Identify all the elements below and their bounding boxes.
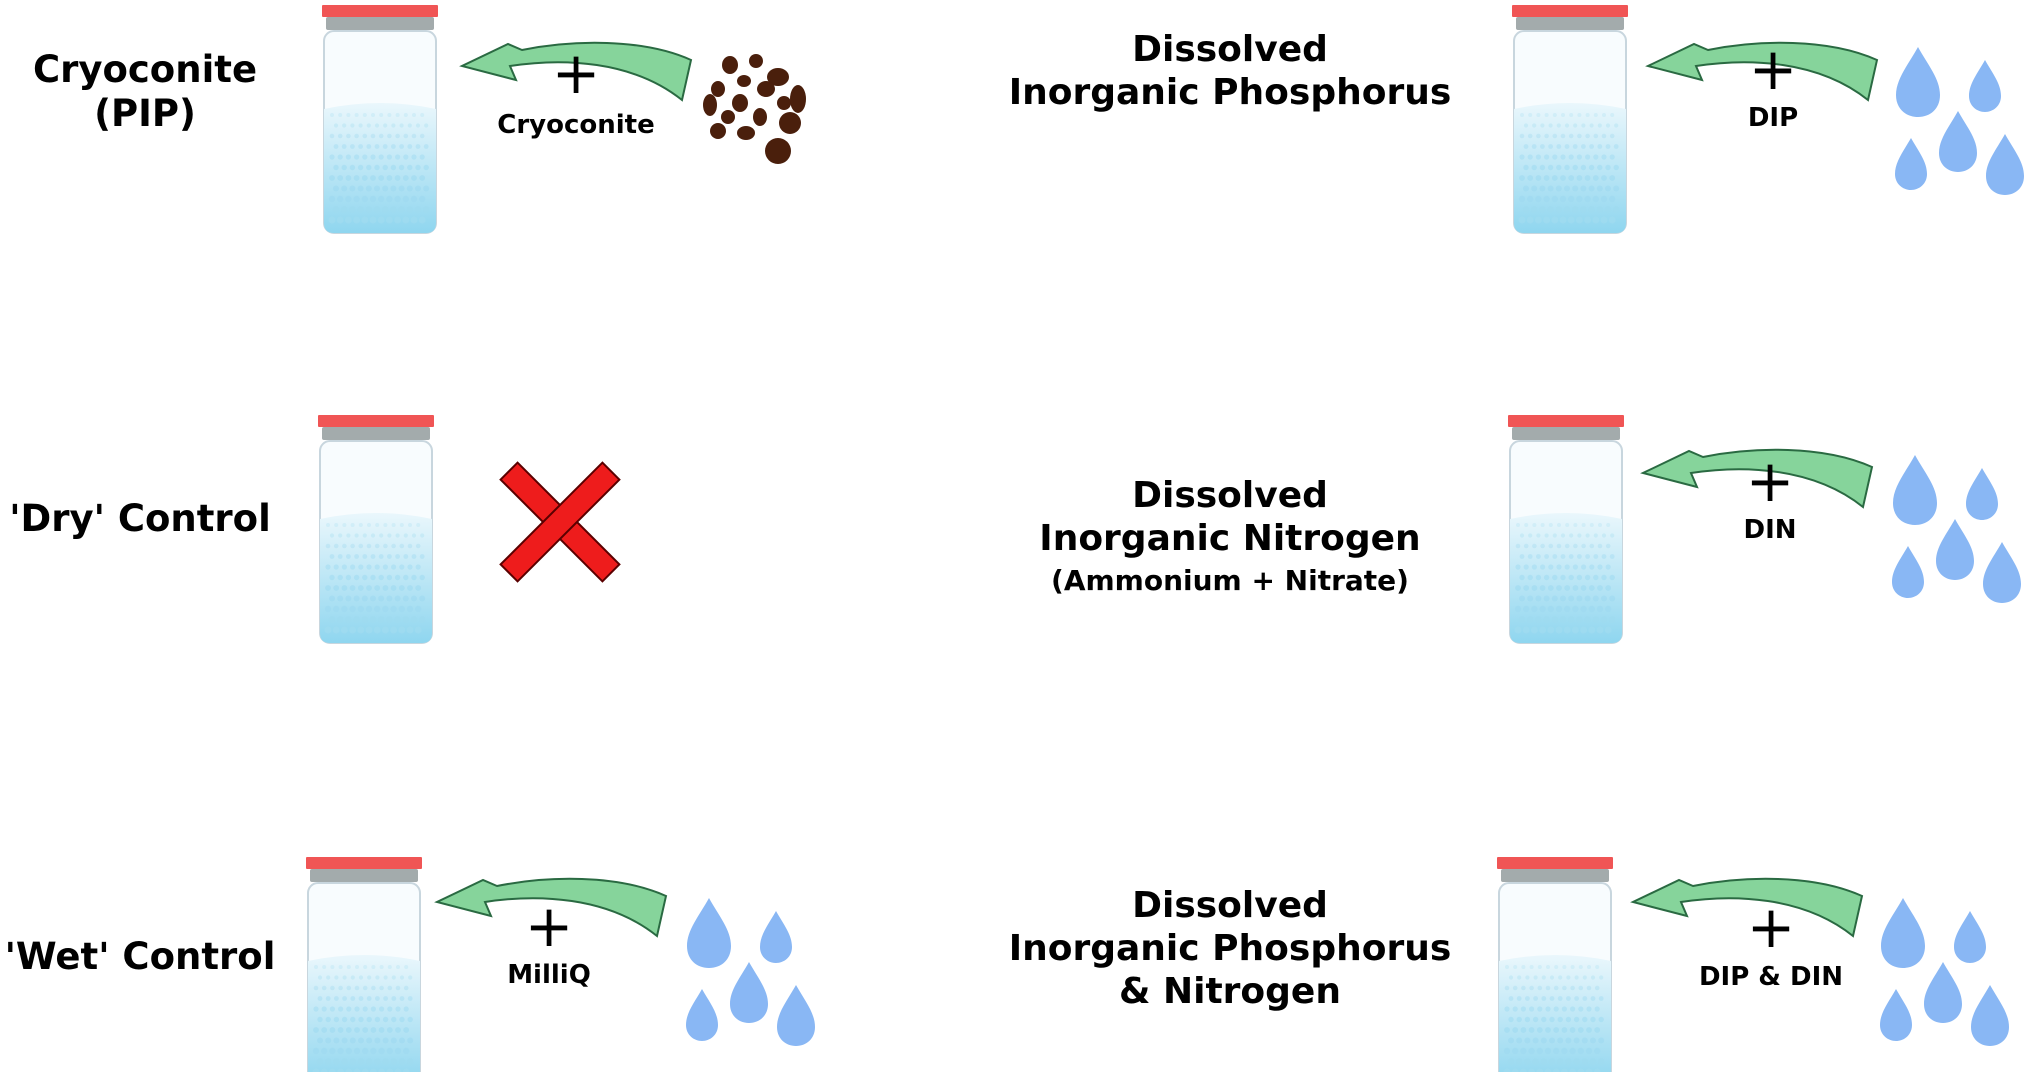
jar-icon: [1496, 856, 1614, 1072]
plus-sign: +: [551, 39, 601, 107]
curved-arrow-icon: [1645, 41, 1879, 102]
dip-din-treatment-label: Dissolved Inorganic Phosphorus & Nitroge…: [980, 884, 1480, 1014]
din-additive-label: DIN: [1743, 515, 1797, 545]
water-drops-icon: [1895, 47, 2024, 195]
label-line: & Nitrogen: [1119, 971, 1341, 1013]
cryoconite-treatment-label: Cryoconite (PIP): [10, 48, 280, 137]
milliq-additive-label: MilliQ: [507, 960, 591, 990]
label-line: (PIP): [94, 92, 196, 136]
jar-icon: [321, 4, 439, 234]
wet-control-label: 'Wet' Control: [4, 935, 276, 978]
label-line: Dissolved: [1132, 885, 1328, 926]
din-treatment-label: Dissolved Inorganic Nitrogen (Ammonium +…: [980, 474, 1480, 598]
jar-icon: [1511, 4, 1629, 234]
cryoconite-additive-label: Cryoconite: [497, 110, 655, 140]
water-drops-icon: [1880, 898, 2009, 1046]
dip-din-additive-label: DIP & DIN: [1698, 962, 1844, 992]
label-line: Dissolved: [1132, 29, 1328, 70]
label-line: Inorganic Nitrogen: [1039, 518, 1421, 560]
water-drops-icon: [1892, 455, 2021, 603]
label-line: Dissolved: [1132, 475, 1328, 516]
cross-icon: [499, 461, 621, 583]
curved-arrow-icon: [1630, 877, 1864, 938]
curved-arrow-icon: [434, 877, 668, 938]
water-drops-icon: [686, 898, 815, 1046]
plus-sign: +: [1745, 447, 1795, 515]
jar-icon: [1507, 414, 1625, 644]
plus-sign: +: [1748, 35, 1798, 103]
curved-arrow-icon: [1640, 448, 1874, 509]
dip-additive-label: DIP: [1747, 103, 1799, 133]
plus-sign: +: [1746, 893, 1796, 961]
plus-sign: +: [524, 892, 574, 960]
label-line: Inorganic Phosphorus: [1008, 72, 1452, 114]
dry-control-label: 'Dry' Control: [9, 497, 271, 540]
curved-arrow-icon: [459, 41, 693, 102]
dip-treatment-label: Dissolved Inorganic Phosphorus: [980, 28, 1480, 114]
label-line: (Ammonium + Nitrate): [1051, 564, 1409, 598]
label-line: Inorganic Phosphorus: [1008, 928, 1452, 970]
jar-icon: [305, 856, 423, 1072]
cryoconite-particles-icon: [703, 54, 806, 164]
label-line: Cryoconite: [32, 48, 258, 91]
jar-icon: [317, 414, 435, 644]
